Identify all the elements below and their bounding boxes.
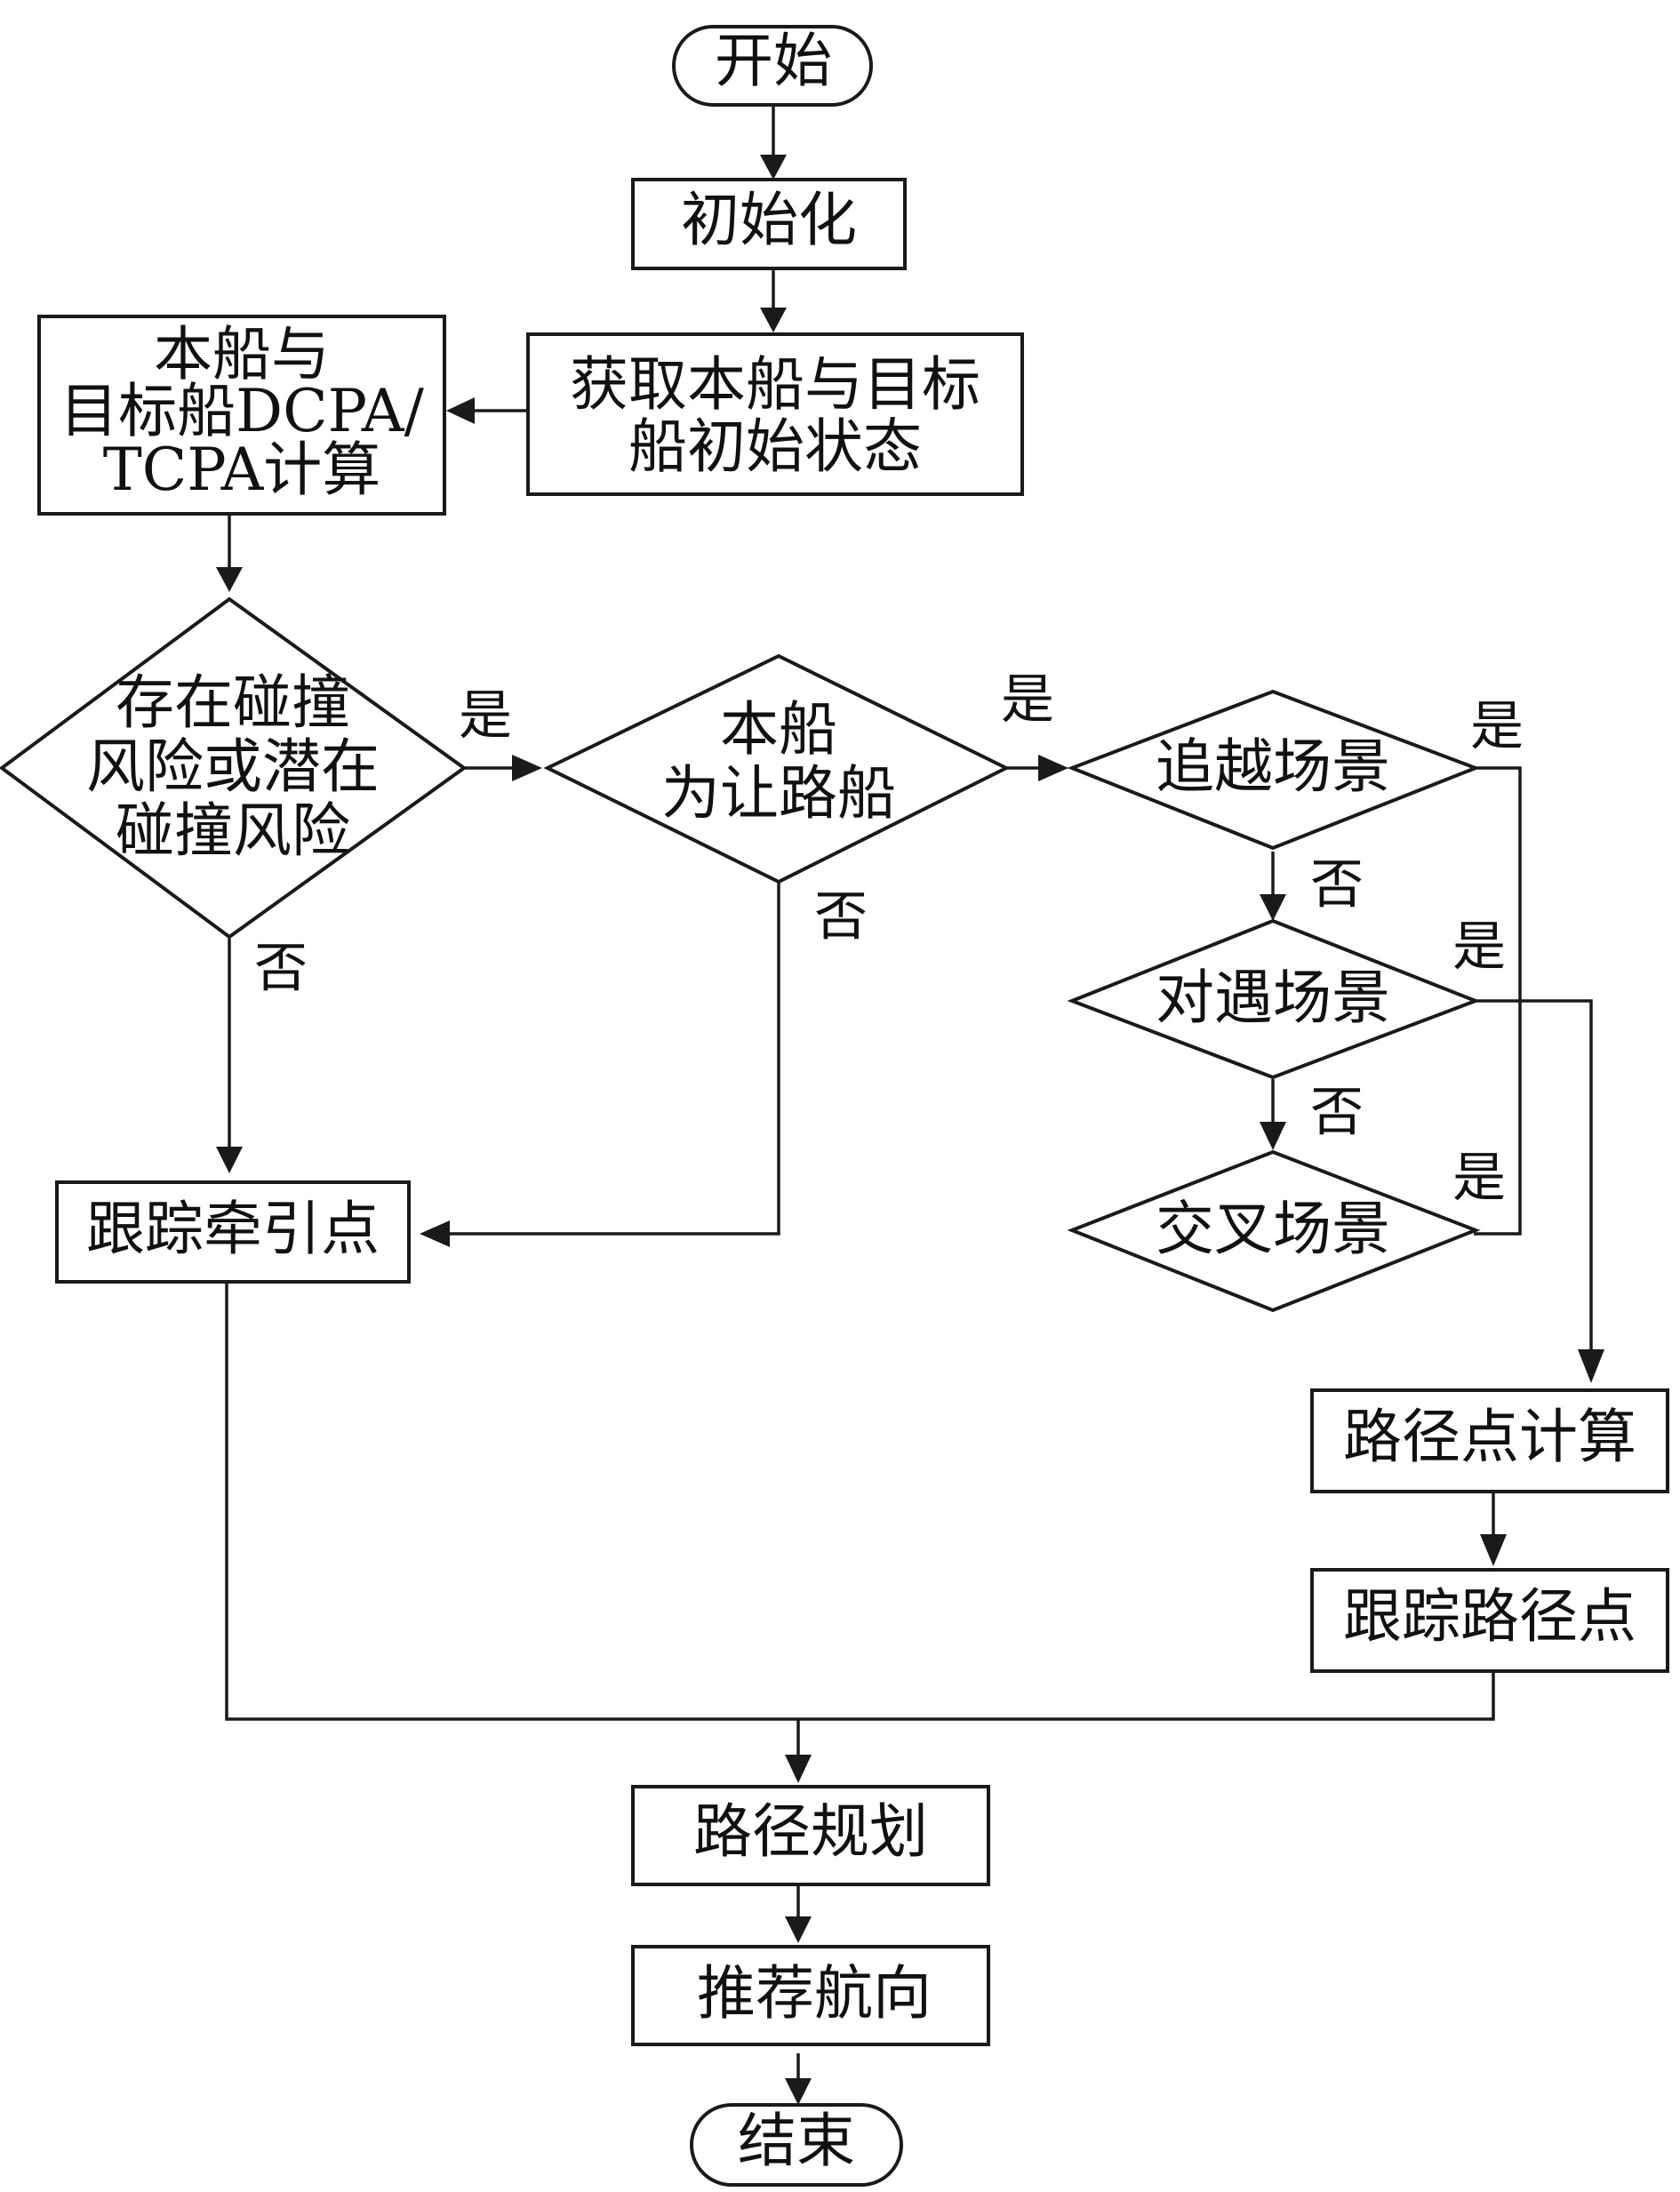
give-way-label-line1: 本船 — [720, 695, 837, 764]
give-way-decision: 本船 为让路船 — [543, 653, 1011, 884]
arrowhead — [216, 1147, 243, 1173]
arrowhead — [1038, 755, 1068, 781]
edge-giveway-no-traction — [446, 882, 780, 1236]
arrowhead — [760, 308, 787, 332]
edge-headon-yes — [1476, 999, 1593, 1351]
risk-check-decision: 存在碰撞 风险或潜在 碰撞风险 — [0, 596, 468, 940]
track-waypoint-node: 跟踪路径点 — [1310, 1568, 1669, 1673]
get-state-label-line1: 获取本船与目标 — [570, 350, 980, 419]
arrowhead — [785, 1916, 812, 1943]
dcpa-calc-label-line3: TCPA计算 — [103, 436, 381, 504]
overtaking-label: 追越场景 — [1156, 732, 1390, 801]
init-label: 初始化 — [681, 186, 857, 254]
overtaking-decision: 追越场景 — [1067, 689, 1481, 851]
end-node: 结束 — [690, 2103, 903, 2187]
connectors — [225, 105, 1593, 2082]
arrowhead — [216, 567, 243, 592]
start-label: 开始 — [715, 27, 832, 95]
get-state-node: 获取本船与目标 船初始状态 — [526, 332, 1024, 496]
risk-check-label-line3: 碰撞风险 — [116, 796, 350, 865]
waypoint-calc-node: 路径点计算 — [1310, 1388, 1669, 1493]
no-label-risk: 否 — [254, 938, 308, 1000]
crossing-decision: 交叉场景 — [1067, 1149, 1481, 1313]
waypoint-calc-label: 路径点计算 — [1343, 1403, 1636, 1471]
arrowhead — [785, 2078, 812, 2105]
arrowhead — [420, 1220, 450, 1247]
track-traction-node: 跟踪牵引点 — [55, 1180, 411, 1284]
no-label-headon: 否 — [1310, 1082, 1364, 1144]
init-node: 初始化 — [631, 178, 907, 270]
arrowhead — [760, 155, 787, 180]
edge-trackwaypoint-merge — [798, 1671, 1495, 1721]
arrowhead — [1260, 894, 1286, 921]
risk-check-label-line2: 风险或潜在 — [86, 732, 380, 801]
arrowhead — [446, 397, 475, 424]
yes-label-overtaking: 是 — [1470, 696, 1524, 758]
recommend-heading-node: 推荐航向 — [631, 1945, 990, 2046]
risk-check-label-line1: 存在碰撞 — [116, 668, 350, 737]
arrowheads — [216, 155, 1604, 2105]
arrowhead — [1480, 1534, 1507, 1566]
yes-label-headon: 是 — [1452, 916, 1506, 979]
give-way-label-line2: 为让路船 — [661, 759, 896, 828]
yes-label-risk: 是 — [459, 685, 512, 748]
recommend-heading-label: 推荐航向 — [697, 1959, 932, 2028]
crossing-label: 交叉场景 — [1156, 1195, 1390, 1263]
start-node: 开始 — [672, 25, 873, 107]
head-on-label: 对遇场景 — [1156, 964, 1390, 1032]
edge-traction-merge — [225, 1282, 798, 1721]
end-label: 结束 — [738, 2107, 855, 2175]
arrowhead — [512, 755, 542, 781]
track-traction-label: 跟踪牵引点 — [86, 1195, 380, 1263]
path-planning-label: 路径规划 — [693, 1797, 928, 1866]
yes-label-crossing: 是 — [1452, 1148, 1506, 1210]
arrowhead — [1260, 1122, 1286, 1150]
no-label-overtaking: 否 — [1310, 854, 1364, 916]
arrowhead — [785, 1755, 812, 1783]
head-on-decision: 对遇场景 — [1067, 918, 1481, 1080]
dcpa-calc-label-line1: 本船与 — [154, 320, 330, 388]
dcpa-calc-label-line2: 目标船DCPA/ — [60, 377, 424, 445]
arrowhead — [1578, 1349, 1604, 1383]
dcpa-calc-node: 本船与 目标船DCPA/ TCPA计算 — [37, 315, 446, 516]
yes-label-giveway: 是 — [1001, 669, 1054, 732]
path-planning-node: 路径规划 — [631, 1785, 990, 1886]
edge-labels: 是 否 是 否 是 否 是 否 是 — [254, 669, 1524, 1210]
get-state-label-line2: 船初始状态 — [628, 412, 922, 481]
no-label-giveway: 否 — [814, 886, 868, 948]
track-waypoint-label: 跟踪路径点 — [1343, 1582, 1636, 1651]
